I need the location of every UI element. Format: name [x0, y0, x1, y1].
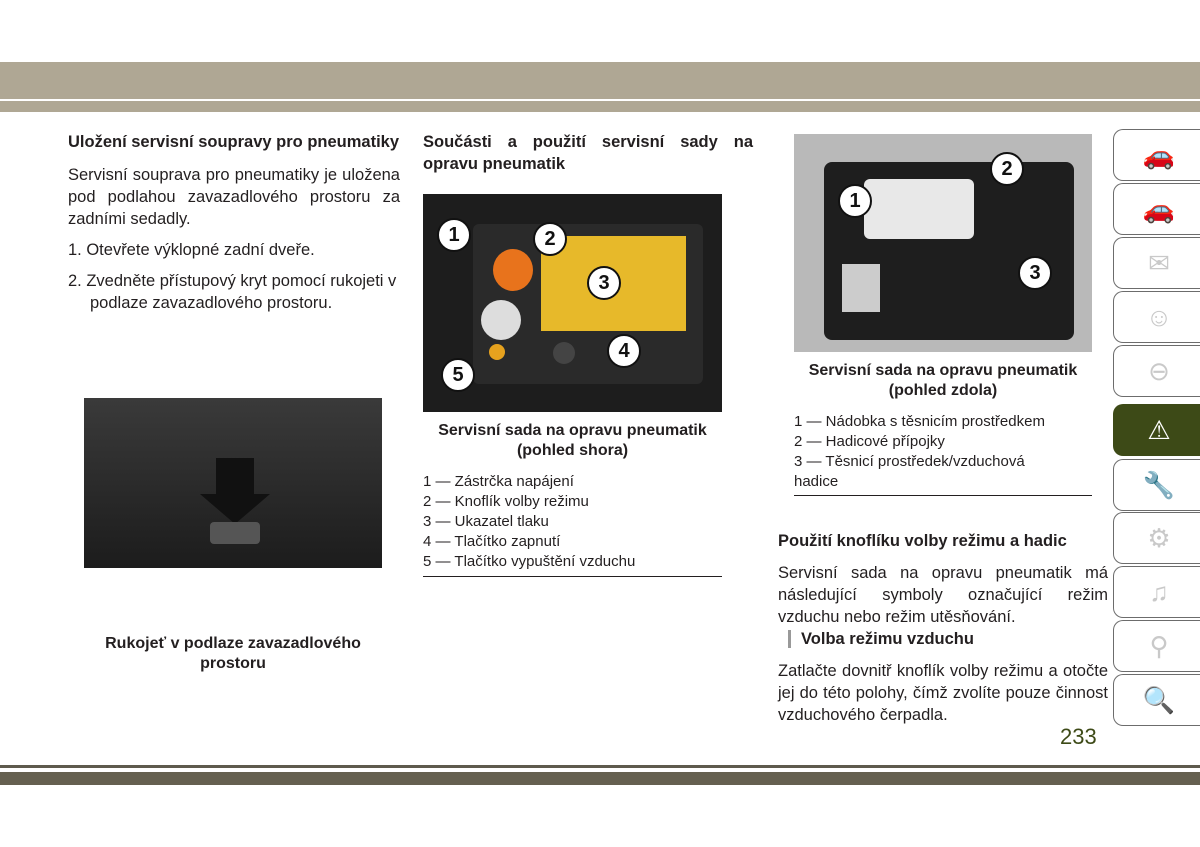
kit-bottom-photo: 1 2 3 — [794, 134, 1092, 352]
divider — [794, 495, 1092, 496]
legend-item: 2 — Knoflík volby režimu — [423, 493, 589, 510]
sealant-bottle — [864, 179, 974, 239]
callout-3: 3 — [1018, 256, 1052, 290]
index-icon[interactable]: 🔍 — [1113, 674, 1200, 726]
paragraph: Zatlačte dovnitř knoflík volby režimu a … — [778, 662, 1108, 724]
legend-item: 2 — Hadicové přípojky — [794, 433, 945, 450]
page-number: 233 — [1060, 724, 1097, 749]
legend-item: 5 — Tlačítko vypuštění vzduchu — [423, 553, 636, 570]
airbag-seat-icon[interactable]: ☺ — [1113, 291, 1200, 343]
handle — [210, 522, 260, 544]
section-heading: Použití knoflíku volby režimu a hadic — [778, 532, 1067, 550]
legend-item: 4 — Tlačítko zapnutí — [423, 533, 561, 550]
right-text: Použití knoflíku volby režimu a hadic Se… — [778, 530, 1108, 726]
key-steering-wheel-icon[interactable]: ⊖ — [1113, 345, 1200, 397]
trunk-floor-photo — [84, 398, 382, 568]
paragraph: Servisní souprava pro pneumatiky je ulož… — [68, 166, 400, 228]
car-info-icon[interactable]: 🚗 — [1113, 183, 1200, 235]
middle-column: Součásti a použití servisní sady na opra… — [423, 131, 753, 175]
left-column: Uložení servisní soupravy pro pneumatiky… — [68, 131, 400, 314]
header-band — [0, 62, 1200, 99]
callout-2: 2 — [533, 222, 567, 256]
callout-1: 1 — [838, 184, 872, 218]
callout-2: 2 — [990, 152, 1024, 186]
step-2: 2. Zvedněte přístupový kryt pomocí rukoj… — [68, 272, 397, 312]
callout-3: 3 — [587, 266, 621, 300]
step-1: 1. Otevřete výklopné zadní dveře. — [68, 241, 315, 259]
legend: 1 — Zástrčka napájení 2 — Knoflík volby … — [423, 472, 722, 572]
photo-caption: Servisní sada na opravu pneumatik (pohle… — [808, 362, 1078, 399]
legend-item: 3 — Těsnicí prostředek/vzduchová hadice — [794, 453, 1025, 490]
subheading-row: Volba režimu vzduchu — [778, 628, 1108, 650]
list-gears-icon[interactable]: ⚙ — [1113, 512, 1200, 564]
section-heading: Uložení servisní soupravy pro pneumatiky — [68, 133, 400, 151]
multimedia-icon[interactable]: ♫ — [1113, 566, 1200, 618]
pressure-gauge — [481, 300, 521, 340]
search-icon[interactable]: ⚲ — [1113, 620, 1200, 672]
car-wrench-icon[interactable]: 🔧 — [1113, 459, 1200, 511]
section-heading: Součásti a použití servisní sady na opra… — [423, 133, 753, 173]
callout-4: 4 — [607, 334, 641, 368]
subheading: Volba režimu vzduchu — [801, 630, 974, 648]
air-mode-icon — [788, 630, 791, 648]
callout-5: 5 — [441, 358, 475, 392]
header-band-stripe — [0, 101, 1200, 112]
divider — [423, 576, 722, 577]
footer-line — [0, 765, 1200, 768]
car-emergency-triangle-icon[interactable]: ⚠ — [1113, 404, 1200, 456]
warning-light-message-icon[interactable]: ✉ — [1113, 237, 1200, 289]
paragraph: Servisní sada na opravu pneumatik má nás… — [778, 564, 1108, 626]
footer-band — [0, 772, 1200, 785]
legend-item: 3 — Ukazatel tlaku — [423, 513, 549, 530]
photo-caption: Servisní sada na opravu pneumatik (pohle… — [438, 422, 707, 459]
legend-item: 1 — Zástrčka napájení — [423, 473, 574, 490]
legend: 1 — Nádobka s těsnicím prostředkem 2 — H… — [794, 412, 1092, 492]
photo-caption: Rukojeť v podlaze zavazadlového prostoru — [105, 635, 361, 672]
mode-knob — [493, 249, 533, 291]
car-search-icon[interactable]: 🚗 — [1113, 129, 1200, 181]
callout-1: 1 — [437, 218, 471, 252]
kit-top-photo: 1 2 3 4 5 — [423, 194, 722, 412]
legend-item: 1 — Nádobka s těsnicím prostředkem — [794, 413, 1045, 430]
